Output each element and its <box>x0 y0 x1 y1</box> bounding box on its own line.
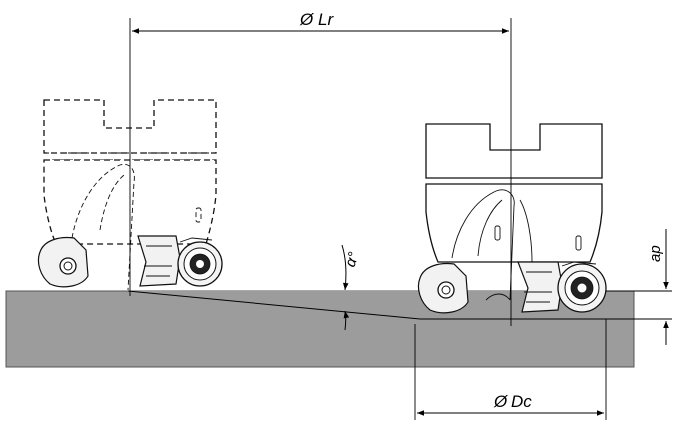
angle-dimension: α° <box>341 244 363 331</box>
lr-text: Lr <box>318 10 334 29</box>
diameter-symbol-dc: Ø <box>493 392 509 411</box>
ap-dimension: ap <box>606 229 672 345</box>
cutter <box>425 123 603 301</box>
lr-dimension: Ø Lr <box>129 10 512 326</box>
ghost-inserts <box>37 235 223 288</box>
cutter-inserts <box>417 261 607 314</box>
diameter-symbol: Ø <box>299 10 315 29</box>
dc-dimension: Ø Dc <box>414 319 607 420</box>
dc-text: Dc <box>511 392 532 411</box>
alpha-text: α° <box>342 250 363 269</box>
lr-label: Ø Lr <box>299 10 334 29</box>
ramp-cut <box>128 291 606 319</box>
ramp-line <box>127 290 606 320</box>
ap-text: ap <box>647 245 664 262</box>
